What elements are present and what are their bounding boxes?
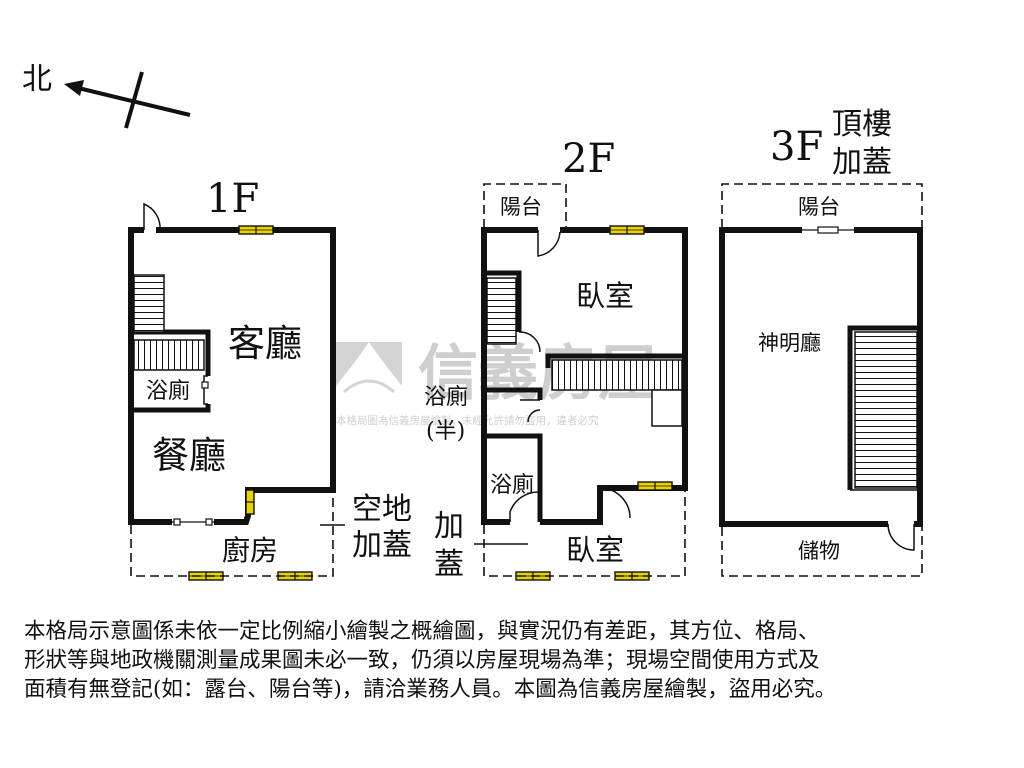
annex-1f [130,493,334,577]
disclaimer-line-2: 形狀等與地政機關測量成果圖未必一致，仍須以房屋現場為準；現場空間使用方式及 [24,648,820,673]
annex-3f [721,527,923,577]
floor-2f: 2F 陽台 臥室 浴廁 (半) 浴廁 臥室 加 [424,136,688,582]
annex-2f-label-1: 加 [434,509,464,544]
balcony-2f [483,183,567,228]
room-1f-dining: 餐廳 [152,434,226,477]
room-3f-balcony: 陽台 [798,195,840,219]
room-1f-kitchen: 廚房 [222,534,278,567]
window-2f-top [609,225,645,235]
stairs-2f-upper [486,277,517,345]
door-2f-halfbath [520,399,541,423]
room-3f-storage: 儲物 [798,539,840,563]
floor-2f-title: 2F [562,136,615,182]
floor-3f-subtitle-1: 頂樓 [832,107,892,142]
room-1f-bath: 浴廁 [146,379,190,404]
stairs-2f-lower [551,359,683,391]
room-1f-living: 客廳 [228,322,302,365]
compass-north-label: 北 [22,62,52,97]
disclaimer-text: 本格局示意圖係未依一定比例縮小繪製之概繪圖，與實況仍有差距，其方位、格局、 形狀… [24,617,1014,704]
door-1f-bath [203,375,208,405]
room-2f-bedroom-bottom: 臥室 [566,533,624,567]
north-arrow-icon [64,80,84,96]
window-2f-mid [637,481,673,491]
door-2f-balcony [537,230,561,257]
window-1f-top [238,225,274,235]
door-2f-bedroom [518,331,541,353]
door-2f-bedroom-bottom [599,487,631,519]
annex-1f-label-2: 加蓋 [352,528,412,563]
north-compass: 北 [22,62,191,129]
disclaimer-line-3: 面積有無登記(如：露台、陽台等)，請洽業務人員。本圖為信義房屋繪製，盜用必究。 [24,677,837,702]
door-3f-storage [887,523,915,551]
annex-2f [483,491,686,577]
room-2f-bedroom-top: 臥室 [576,279,634,313]
floor-1f: 1F 客廳 浴廁 餐廳 廚房 空地 加蓋 [128,176,412,581]
floor-3f: 3F 頂樓 加蓋 陽台 神明廳 儲物 [719,107,923,577]
watermark: 信義房屋 本格局圖為信義房屋繪製，未經允許請勿盜用，違者必究 [336,339,658,427]
room-2f-halfbath-note: (半) [426,419,465,444]
watermark-logo [336,342,402,400]
window-1f-side [245,489,255,515]
stairs-1f-lower [133,339,205,371]
annex-2f-label-2: 蓋 [434,547,464,582]
stairs-3f [854,331,918,489]
stairs-1f-upper [133,274,165,333]
door-1f-entry [143,202,161,231]
room-2f-balcony: 陽台 [500,195,542,219]
room-2f-halfbath: 浴廁 [424,385,468,410]
watermark-notice: 本格局圖為信義房屋繪製，未經允許請勿盜用，違者必究 [336,414,599,427]
disclaimer-line-1: 本格局示意圖係未依一定比例縮小繪製之概繪圖，與實況仍有差距，其方位、格局、 [24,619,820,644]
room-2f-bath: 浴廁 [490,473,534,498]
floor-1f-title: 1F [206,176,259,222]
balcony-3f [721,183,923,228]
room-3f-shrine: 神明廳 [758,331,821,355]
annex-1f-label-1: 空地 [352,492,412,527]
door-2f-bath [509,491,541,522]
floor-3f-title: 3F [770,124,823,170]
floor-3f-subtitle-2: 加蓋 [832,145,892,180]
